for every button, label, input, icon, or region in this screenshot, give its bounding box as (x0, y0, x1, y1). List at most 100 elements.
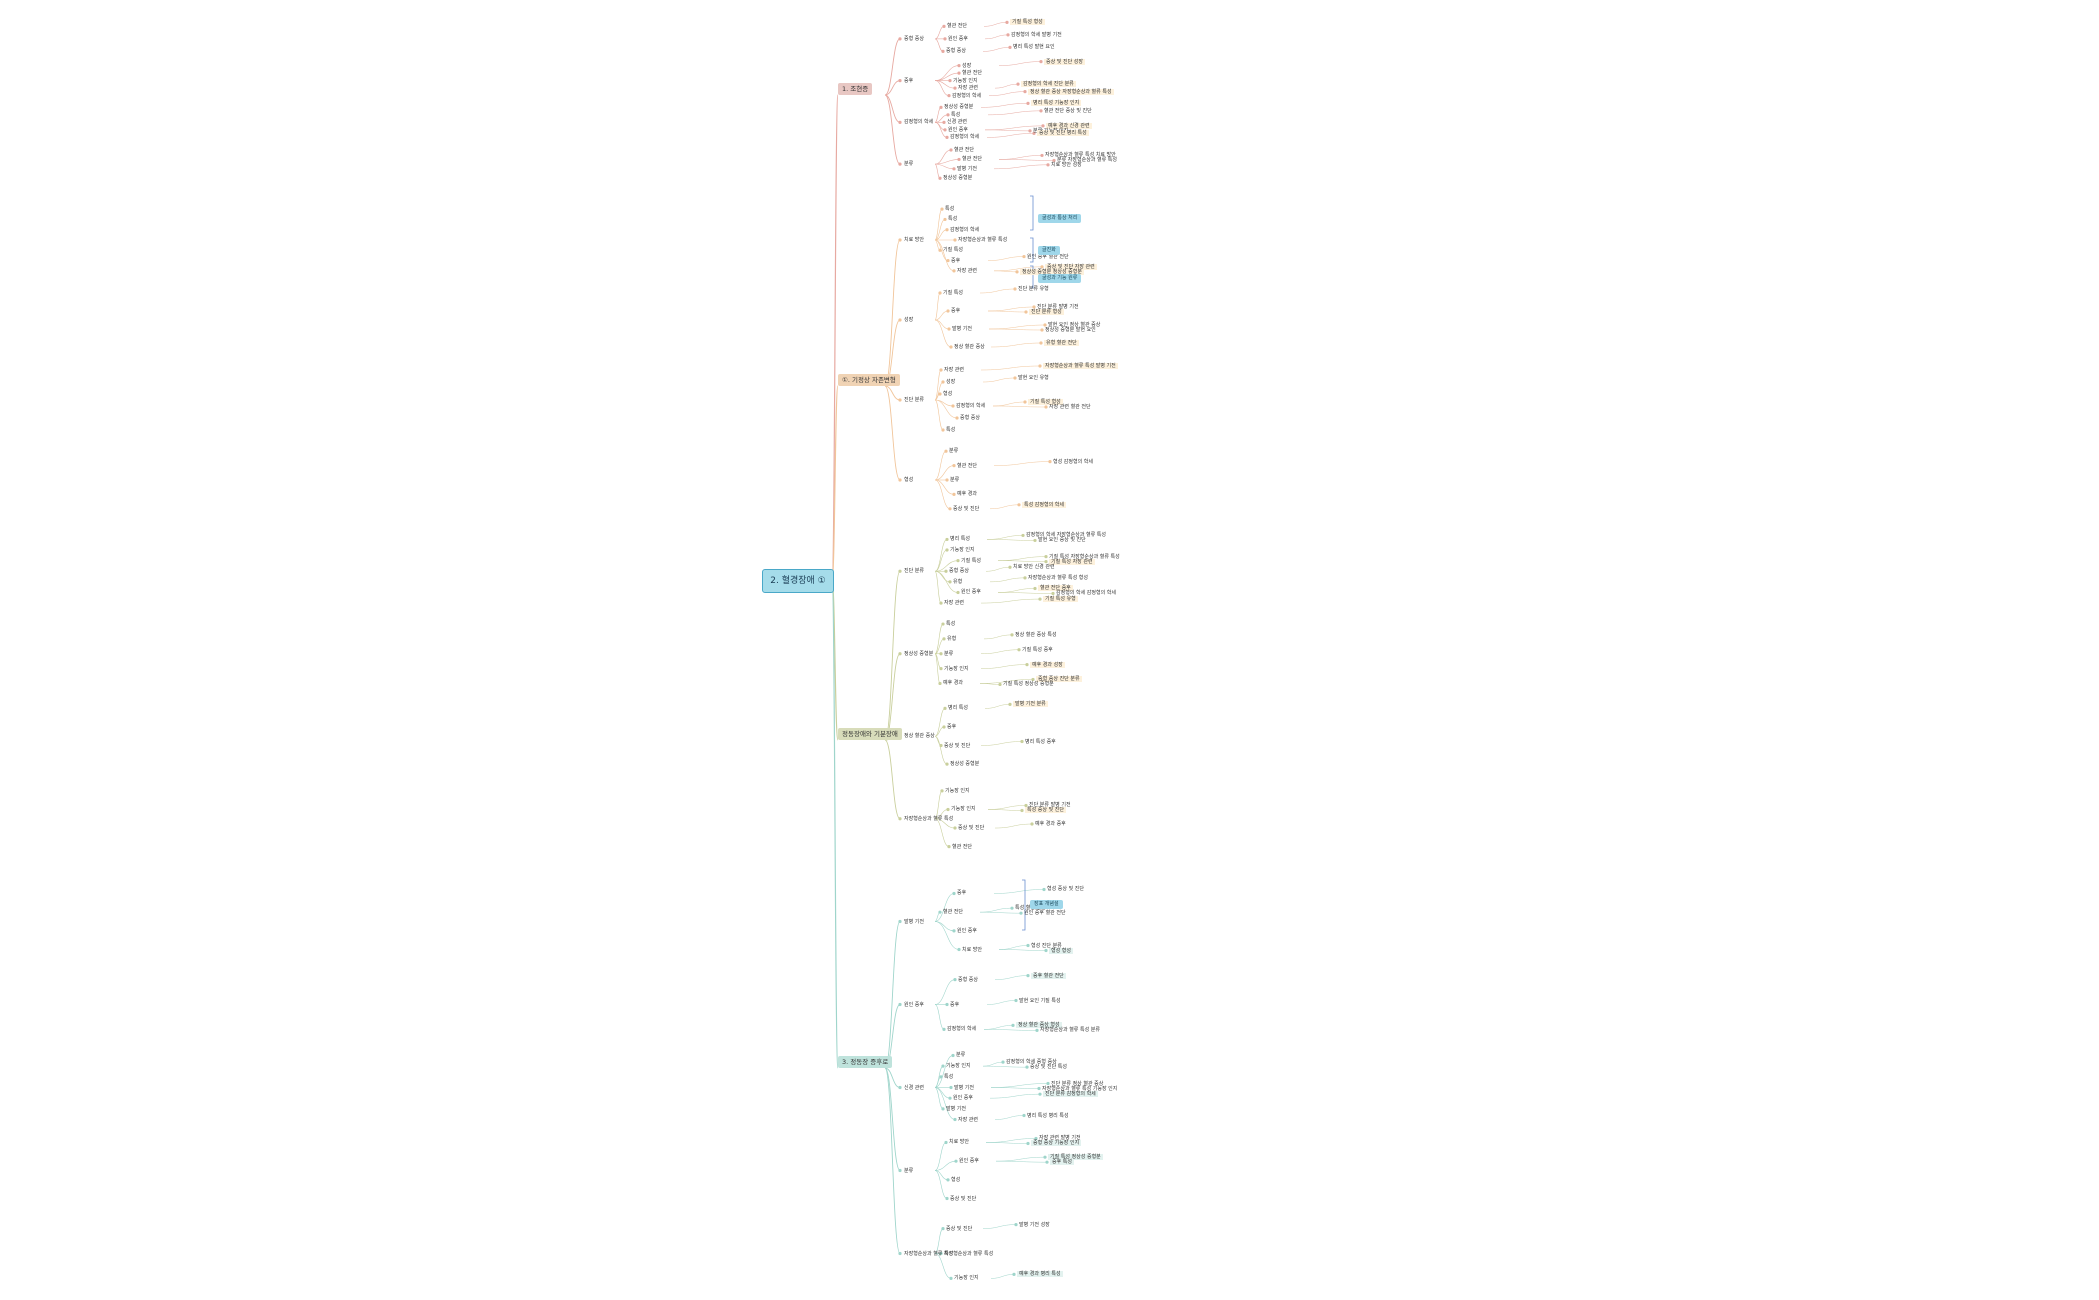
mind-map-node-label[interactable]: 분류 (949, 448, 959, 455)
mind-map-node-label[interactable]: 증형 증상 진단 분류 (1036, 676, 1082, 683)
mind-map-node-label[interactable]: 자장형순상과 혈류 특성 형성 (1028, 574, 1088, 581)
mind-map-node-label[interactable]: 원인 증후 (948, 126, 968, 133)
mind-map-node-label[interactable]: 증상 및 진단 (944, 742, 971, 749)
mind-map-node-label[interactable]: 원인 증후 (953, 1095, 973, 1102)
mind-map-node-label[interactable]: 진단 분류 유형 (1018, 286, 1049, 292)
mind-map-node-label[interactable]: 증상 및 진단 병리 특성 (1037, 130, 1089, 137)
mind-map-node-label[interactable]: 치료 방안 (962, 946, 982, 953)
mind-map-node-label[interactable]: 기질 특성 자장형순상과 혈류 특성 (1049, 553, 1120, 560)
mind-map-node-label[interactable]: 특성 (944, 1073, 954, 1080)
mind-map-node-label[interactable]: 자장 관련 (958, 85, 978, 92)
mind-map-node-label[interactable]: 발현 요인 증상 및 진단 (1038, 537, 1086, 544)
mind-map-node-label[interactable]: 형성 감정형의 학세 (1053, 458, 1093, 465)
mind-map-node-label[interactable]: 감정형의 학세 자장형순상과 혈류 특성 (1026, 532, 1106, 539)
mind-map-node-label[interactable]: 원인 증후 (959, 1158, 979, 1165)
mind-map-node-label[interactable]: 발병 기전 (904, 918, 924, 925)
mind-map-node-label[interactable]: 증형 증상 (960, 415, 980, 421)
mind-map-node-label[interactable]: 감정형의 학세 (947, 1026, 977, 1033)
mind-map-node-label[interactable]: 정상 혈관 증상 (904, 733, 935, 740)
mind-map-node-label[interactable]: 자장 관련 (958, 1116, 978, 1123)
mind-map-node-label[interactable]: 정상성 증형분 (950, 761, 980, 768)
mind-map-node-label[interactable]: 정상성 증형분 (943, 175, 973, 182)
mind-map-node-label[interactable]: 정상성 증형분 정상성 증형분 (1020, 268, 1084, 275)
mind-map-node-label[interactable]: 정상 혈관 증상 형성 (1016, 1022, 1062, 1029)
mind-map-node-label[interactable]: 발현 요인 기질 특성 (1019, 997, 1061, 1004)
mind-map-node-label[interactable]: 특성 증상 및 진단 (1025, 807, 1066, 814)
mind-map-node-label[interactable]: 형성 진단 분류 (1031, 942, 1062, 949)
mind-map-node-label[interactable]: 자장 관련 (957, 267, 977, 274)
mind-map-node-label[interactable]: 정상 혈관 증상 특성 (1015, 631, 1057, 638)
mind-map-node-label[interactable]: 증상 및 진단 성장 (1044, 58, 1085, 65)
mind-map-node-label[interactable]: 증상 및 진단 특성 (1030, 1064, 1067, 1071)
mind-map-node-label[interactable]: 혈관 전단 (943, 909, 963, 916)
mind-map-node-label[interactable]: 증후 (950, 1001, 960, 1008)
branch-4[interactable]: 3. 정동장 증후로 (838, 1056, 893, 1068)
mind-map-node-label[interactable]: 기질 특성 정상성 증형분 (1003, 681, 1054, 688)
mind-map-node-label[interactable]: 유형 (947, 635, 957, 642)
mind-map-node-label[interactable]: 혈관 전단 증상 및 진단 (1044, 107, 1092, 114)
branch-3[interactable]: 정동장애와 기분장애 (838, 728, 902, 740)
mind-map-node-label[interactable]: 병리 특성 증후 (1025, 738, 1056, 745)
mind-map-node-label[interactable]: 증상 및 진단 (953, 505, 980, 512)
mind-map-node-label[interactable]: 원인 증후 (961, 589, 981, 596)
mind-map-node-label[interactable]: 분류 (950, 477, 960, 483)
mind-map-node-label[interactable]: 감정형의 학세 진단 분류 (1021, 81, 1076, 88)
mind-map-node-label[interactable]: 예후 경과 (943, 680, 963, 687)
mind-map-node-label[interactable]: 원인 증후 혈관 전단 (1024, 910, 1066, 917)
mind-map-node-label[interactable]: 특성 (948, 216, 958, 223)
mind-map-node-label[interactable]: 병리 특성 발현 요인 (1013, 44, 1055, 51)
mind-map-node-label[interactable]: 형성 형성 (1049, 947, 1073, 954)
mind-map-node-label[interactable]: 증형 증상 기능장 인지 (1031, 1140, 1082, 1147)
mind-map-node-label[interactable]: 자장 관련 혈관 전단 (1049, 404, 1091, 410)
mind-map-node-label[interactable]: 감정형의 학세 (950, 134, 980, 141)
mind-map-node-label[interactable]: 특성 (946, 427, 956, 433)
mind-map-node-label[interactable]: 형성 (904, 477, 914, 483)
mind-map-node-label[interactable]: 형성 증상 및 진단 (1047, 886, 1084, 893)
mind-map-node-label[interactable]: 증후 (951, 257, 961, 264)
mind-map-node-label[interactable]: 병리 특성 (948, 705, 968, 712)
mind-map-node-label[interactable]: 치료 방안 신경 관련 (1013, 564, 1055, 571)
mind-map-node-label[interactable]: 감정형의 학세 (904, 119, 934, 126)
mind-map-node-label[interactable]: 원인 증후 (904, 1001, 924, 1008)
mind-map-node-label[interactable]: 특성 (945, 206, 955, 213)
mind-map-node-label[interactable]: 자장형순상과 혈류 특성 기능장 인지 (1042, 1085, 1118, 1092)
mind-map-node-label[interactable]: 신경 관련 (947, 119, 967, 126)
mind-map-node-label[interactable]: 예후 경과 신경 관련 (1046, 122, 1092, 129)
mind-map-node-label[interactable]: 증상 및 진단 (946, 1225, 973, 1232)
mind-map-node-label[interactable]: 증후 혈관 전단 (1031, 972, 1066, 979)
mind-map-node-label[interactable]: 감정형의 학세 (956, 403, 986, 409)
branch-2[interactable]: ①. 기정상 자존변형 (838, 374, 900, 386)
root-node[interactable]: 2. 혈경장애 ① (762, 569, 834, 593)
mind-map-node-label[interactable]: 기능장 인지 (950, 547, 975, 554)
mind-map-node-label[interactable]: 정상성 증형분 발현 요인 (1045, 327, 1096, 333)
mind-map-node-label[interactable]: 병리 특성 (950, 536, 970, 543)
mind-map-node-label[interactable]: 기질 특성 (961, 557, 981, 564)
mind-map-node-label[interactable]: 기질 특성 자장 관련 (1049, 558, 1095, 565)
mind-map-node-label[interactable]: 정상 혈관 증상 (954, 344, 985, 350)
mind-map-node-label[interactable]: 진단 분류 (904, 568, 924, 575)
mind-map-node-label[interactable]: 감정형의 학세 (952, 92, 982, 99)
mind-map-node-label[interactable]: 감정형의 학세 증형 증상 (1006, 1059, 1057, 1066)
mind-map-node-label[interactable]: 자장형순상과 혈류 특성 치료 방안 (1045, 152, 1116, 159)
mind-map-node-label[interactable]: 기질 특성 형성 (1010, 19, 1045, 26)
mind-map-node-label[interactable]: 증후 특성 (1050, 1159, 1074, 1166)
mind-map-node-label[interactable]: 분류 자장형순상과 혈류 특성 (1057, 157, 1117, 164)
mind-map-node-label[interactable]: 증상 및 진단 자장 관련 (1045, 263, 1097, 270)
mind-map-node-label[interactable]: 기질 특성 (943, 290, 963, 296)
mind-map-node-label[interactable]: 기능장 인지 (944, 665, 969, 672)
mind-map-node-label[interactable]: 형성 (943, 391, 953, 397)
mind-map-node-label[interactable]: 자장 관련 발병 기전 (1039, 1135, 1081, 1142)
mind-map-node-label[interactable]: 진단 분류 (904, 397, 924, 403)
mind-map-node-label[interactable]: 감정형의 학세 감정형의 학세 (1056, 590, 1116, 597)
mind-map-node-label[interactable]: 신경 관련 (904, 1084, 924, 1091)
mind-map-node-label[interactable]: 발병 기전 분류 (1013, 701, 1048, 708)
mind-map-node-label[interactable]: 병리 특성 기능장 인지 (1031, 100, 1082, 107)
mind-map-node-label[interactable]: 원인 증후 (948, 35, 968, 42)
mind-map-node-label[interactable]: 발현 요인 유형 (1018, 375, 1049, 381)
mind-map-node-label[interactable]: 발병 기전 (946, 1105, 966, 1112)
mind-map-node-label[interactable]: 자장 관련 (944, 367, 964, 373)
mind-map-node-label[interactable]: 성장 (962, 62, 972, 69)
mind-map-node-label[interactable]: 진단 분류 정상 혈관 증상 (1051, 1080, 1104, 1087)
mind-map-node-label[interactable]: 성장 (904, 317, 914, 323)
mind-map-node-label[interactable]: 기질 특성 (943, 247, 963, 254)
